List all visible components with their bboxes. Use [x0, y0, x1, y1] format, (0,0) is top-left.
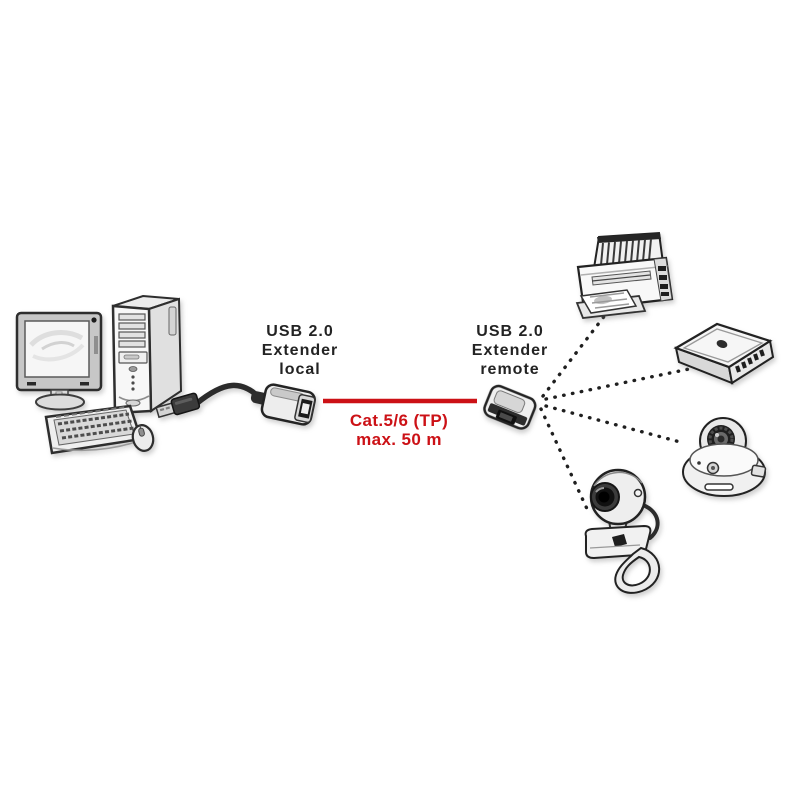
dotted-link-printer: [541, 308, 611, 398]
desktop-computer: [15, 294, 183, 455]
usb-a-plug-icon: [155, 392, 201, 419]
extender-remote-label: USB 2.0 Extender remote: [471, 323, 549, 378]
extender-local-label: USB 2.0 Extender local: [261, 323, 339, 378]
keyboard-icon: [44, 404, 143, 455]
mouse-icon: [131, 424, 155, 452]
printer-icon: [575, 231, 674, 319]
webcam-icon: [584, 468, 661, 594]
usb-extender-remote: [483, 384, 537, 430]
tower-icon: [111, 294, 183, 415]
monitor-icon: [15, 311, 103, 411]
extender-local-body: [250, 383, 316, 426]
dome-camera-icon: [682, 417, 767, 497]
usb-extender-local: [155, 382, 316, 426]
trunk-cable-label: Cat.5/6 (TP) max. 50 m: [349, 411, 449, 449]
dotted-link-dome-camera: [544, 404, 682, 444]
dotted-link-webcam: [539, 407, 590, 513]
scanner-icon: [673, 322, 775, 385]
dotted-link-scanner: [544, 367, 691, 401]
